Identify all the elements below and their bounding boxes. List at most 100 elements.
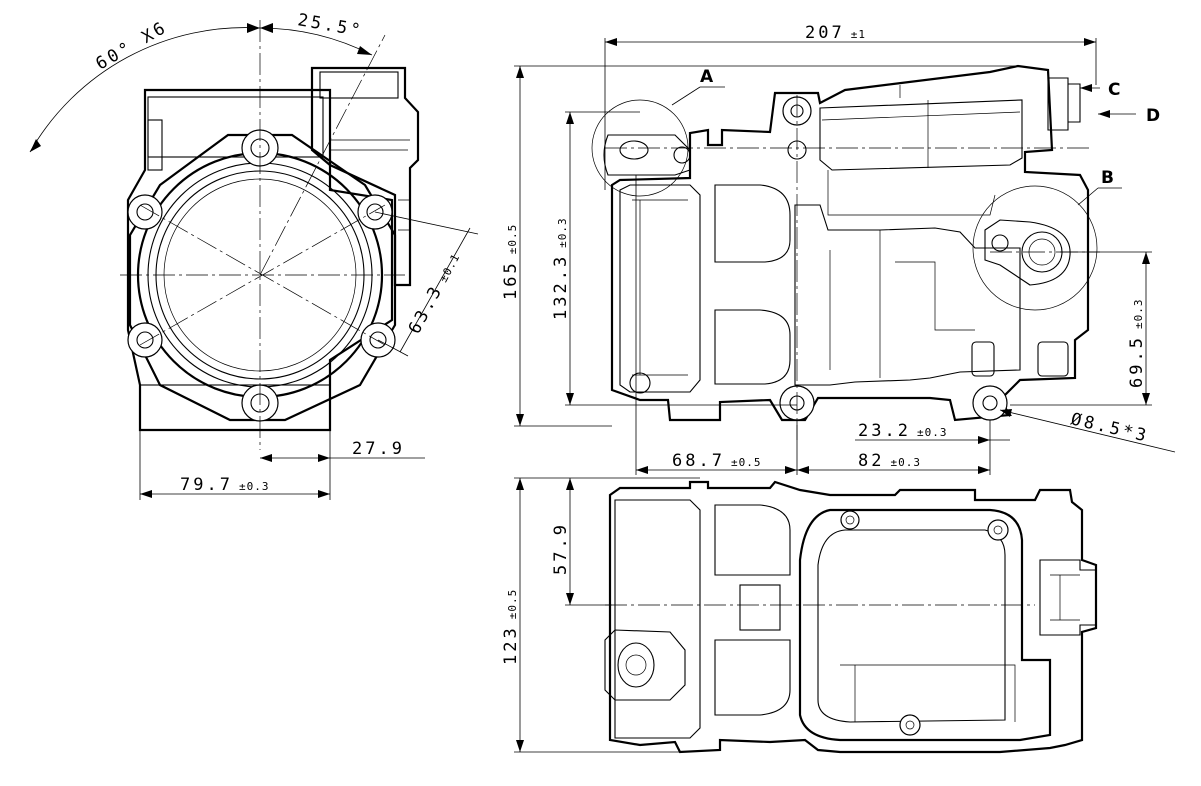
top-end-cap [614,499,701,739]
dim-63-text: 63.3±0.1 [405,249,465,337]
dim-25deg-arrow-1 [260,23,273,33]
dim-207-arrow-2 [1084,38,1096,46]
dim-60deg-arc [29,27,261,153]
top-view: 123±0.5 57.9 [501,477,1098,754]
front-bottom-foot [139,384,331,431]
callout-c-label: C [1108,80,1120,100]
top-boss-1 [840,510,860,530]
bolt-hole-6 [136,203,154,221]
side-mid-seam [829,230,975,378]
bolt-boss-5 [127,322,163,358]
callout-d-arrow [1098,110,1110,118]
dim-27-text: 27.9 [352,439,405,459]
dim-82-arrow-1 [797,466,809,474]
dim-165-arrow-2 [516,414,524,426]
callout-d-label: D [1146,106,1160,126]
top-boss-2-hole [993,525,1003,535]
bolt-hole-5 [136,331,154,349]
side-boss-bottom-2-hole [982,395,998,411]
top-mount-ear [604,629,686,701]
dim-132-arrow-2 [566,393,574,405]
dim-68-text: 68.7±0.5 [672,451,761,471]
dim-69-arrow-2 [1142,393,1150,405]
mount-b-ear [984,219,1071,286]
dim-165-arrow-1 [516,66,524,78]
top-inverter-lower-panel [840,664,1016,722]
dim-27-arrow-2 [318,454,330,462]
top-piston-lower [714,639,791,716]
top-boss-1-hole [845,515,855,525]
top-inverter-lid [798,508,1052,742]
dim-hole-arrow [1000,409,1012,417]
side-mid-housing [794,204,1021,386]
dim-79-arrow-2 [318,490,330,498]
top-mount-ear-pin [625,654,647,676]
bolt-hole-2 [366,203,384,221]
dim-165-text: 165±0.5 [501,224,521,300]
bolt-boss-6 [127,194,163,230]
top-connector-lines [1050,574,1080,621]
dim-23-arrow [978,436,990,444]
top-shaft-collar [739,584,781,631]
side-body-outline [610,64,1090,422]
dim-hole-leader [999,409,1176,453]
front-flange [128,133,397,422]
dim-123-arrow-1 [516,478,524,490]
front-diag-centerline-2 [139,204,386,346]
dim-132-arrow-1 [566,112,574,124]
front-top-block [147,96,324,158]
side-piston-upper [714,184,791,263]
dim-82-arrow-2 [978,466,990,474]
dim-82-text: 82±0.3 [858,451,921,471]
dim-57-text: 57.9 [551,522,571,575]
front-angled-centerline [259,34,386,276]
front-view: 60° X6 25.5° 63.3±0.1 27.9 79.7±0.3 [29,10,479,500]
dim-60deg-arrow-1 [30,139,41,152]
dim-207-text: 207±1 [805,23,866,43]
dim-25deg-arrow-2 [357,46,372,55]
side-end-cap-inner [632,199,688,376]
side-small-pocket-1 [971,341,995,377]
side-view: 207±1 165±0.5 132.3±0.3 69.5±0.3 Ø [501,23,1176,475]
dim-68-arrow-1 [636,466,648,474]
callout-a-leader [671,86,701,106]
mount-b-side-hole [991,234,1009,252]
dim-68-arrow-2 [785,466,797,474]
mount-a-slot [619,140,649,160]
dim-63-ext-2 [377,339,409,357]
dim-25deg-text: 25.5° [296,10,365,41]
callout-c-arrow [1080,84,1092,92]
top-boss-3-hole [905,720,915,730]
top-mount-ear-hole [617,642,655,688]
dim-132-text: 132.3±0.3 [551,217,571,320]
top-piston-upper [714,504,791,576]
dim-63-line [399,227,471,353]
side-inverter-lines [821,85,1021,216]
side-boss-left-bottom [629,372,651,394]
front-connector-housing [310,66,420,287]
mount-a-ear [603,134,691,176]
callout-b-label: B [1101,168,1114,188]
dim-63-ext-1 [374,211,479,235]
side-connector-c [1047,77,1081,131]
dim-123-arrow-2 [516,740,524,752]
mount-a-pin [673,146,691,164]
front-connector-cap [319,71,399,99]
side-piston-lower [714,309,791,385]
side-inverter-block [819,99,1023,171]
front-top-notch [147,119,163,171]
side-end-cap [619,184,701,393]
side-small-pocket-2 [1037,341,1069,377]
dim-23-text: 23.2±0.3 [858,421,947,441]
top-inverter-inner [817,529,1006,723]
top-connector [1039,559,1097,636]
front-connector-lines [330,139,410,231]
bolt-hole-3 [369,331,387,349]
callout-a-label: A [700,67,714,87]
dim-207-arrow-1 [605,38,617,46]
dim-60deg-text: 60° X6 [93,17,172,74]
dim-69-text: 69.5±0.3 [1127,299,1147,388]
callout-b-leader [1077,187,1099,206]
dim-60deg-arrow-2 [247,23,260,33]
